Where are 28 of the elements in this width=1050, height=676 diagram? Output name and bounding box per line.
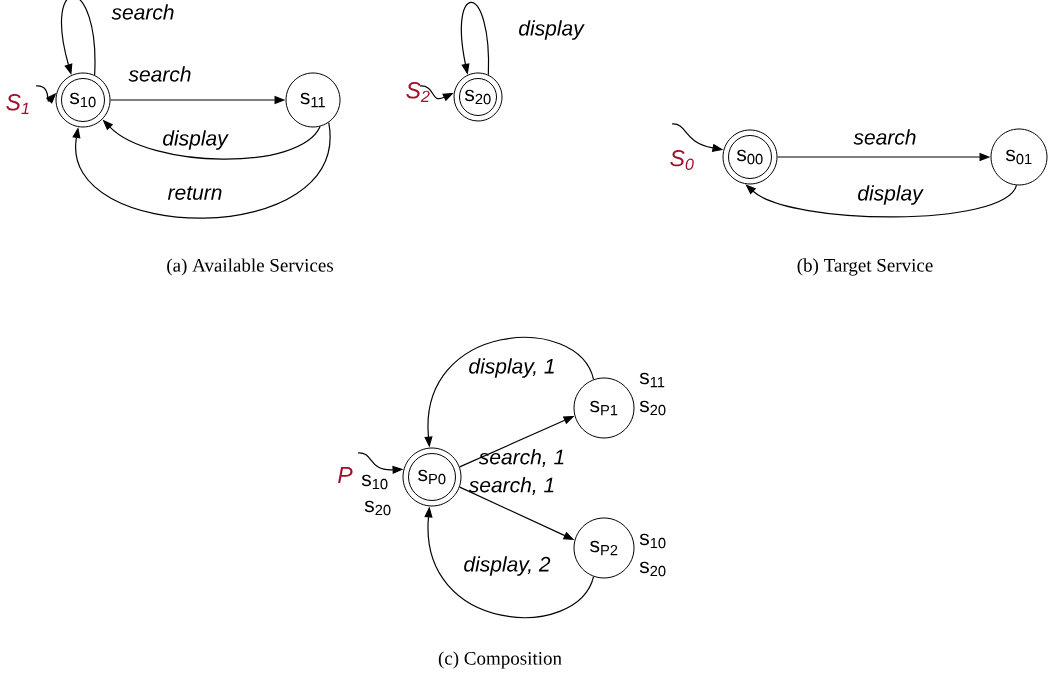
start-label: S$_{1}$ (6, 94, 29, 114)
state-set-label: s$_{11}$ (639, 372, 665, 388)
edge-label: display (858, 185, 924, 205)
curved-arrow (72, 121, 330, 219)
state-set-label: s$_{10}$ (639, 533, 666, 549)
loop-arrow (61, 0, 96, 76)
caption: (b) Target Service (797, 258, 933, 276)
state-set-label: s$_{20}$ (639, 561, 666, 577)
edge-label: display, 2 (464, 556, 551, 576)
edge-label: search (128, 66, 191, 82)
edge-label: return (167, 186, 222, 200)
state-set-label: s$_{10}$ (361, 474, 388, 490)
caption: (c) Composition (438, 651, 562, 669)
state-set-label: s$_{20}$ (639, 400, 666, 416)
edge-label: search, 1 (478, 449, 564, 467)
start-label: S$_{2}$ (406, 82, 430, 102)
start-label: P (338, 467, 353, 483)
edge-label: search (111, 4, 174, 20)
edge-label: display (519, 20, 585, 40)
state-set-label: s$_{20}$ (364, 500, 391, 516)
edge-label: search (853, 129, 916, 145)
caption: (a) Available Services (167, 258, 334, 276)
edge-label: display, 1 (469, 358, 554, 378)
edge-label: search, 1 (468, 477, 554, 495)
start-label: S$_{0}$ (670, 150, 694, 170)
edge-label: display (163, 130, 229, 150)
curved-arrow (745, 184, 1018, 218)
loop-arrow (460, 1, 489, 76)
